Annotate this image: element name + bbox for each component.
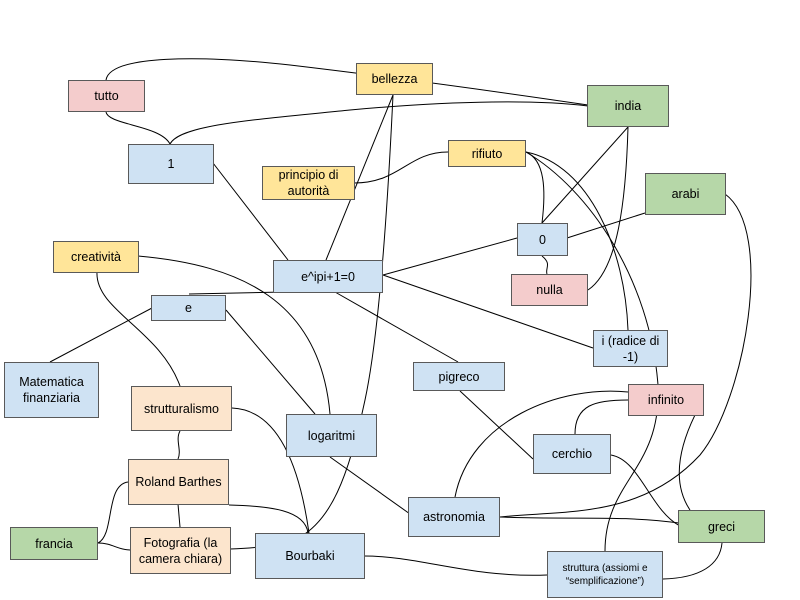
edge-francia-roland bbox=[97, 481, 129, 544]
node-infinito: infinito bbox=[628, 384, 704, 416]
edge-roland-fotografia bbox=[177, 503, 181, 528]
edge-roland-bourbaki bbox=[228, 504, 309, 534]
edge-bellezza-euler bbox=[325, 94, 394, 261]
node-matematica-finanziaria: Matematica finanziaria bbox=[4, 362, 99, 418]
edge-pigreco-cerchio bbox=[459, 390, 534, 460]
edge-uno-india bbox=[169, 101, 589, 145]
node-greci: greci bbox=[678, 510, 765, 543]
node-roland-barthes: Roland Barthes bbox=[128, 459, 229, 505]
node-astronomia: astronomia bbox=[408, 497, 500, 537]
node-fotografia: Fotografia (la camera chiara) bbox=[130, 527, 231, 574]
edge-e-logaritmi bbox=[225, 309, 316, 415]
edge-tutto-uno bbox=[105, 111, 171, 145]
edge-logaritmi-astronomia bbox=[329, 456, 411, 515]
edge-euler-zero bbox=[382, 237, 518, 276]
node-francia: francia bbox=[10, 527, 98, 560]
node-0: 0 bbox=[517, 223, 568, 256]
edge-strutturalismo-roland bbox=[177, 430, 181, 460]
edge-struttura-greci bbox=[662, 542, 723, 580]
edge-bourbaki-struttura bbox=[363, 555, 548, 576]
node-struttura: struttura (assiomi e “semplificazione”) bbox=[547, 551, 663, 598]
node-india: india bbox=[587, 85, 669, 127]
node-nulla: nulla bbox=[511, 274, 588, 306]
node-rifiuto: rifiuto bbox=[448, 140, 526, 167]
edge-euler-i bbox=[382, 274, 594, 349]
node-arabi: arabi bbox=[645, 173, 726, 215]
edge-rifiuto-i bbox=[525, 151, 629, 331]
edge-e-matematica bbox=[49, 307, 153, 363]
node-cerchio: cerchio bbox=[533, 434, 611, 474]
edge-cerchio-greci bbox=[610, 454, 681, 527]
edge-principio-rifiuto bbox=[353, 151, 449, 184]
edge-creativita-logaritmi bbox=[137, 255, 331, 415]
node-logaritmi: logaritmi bbox=[286, 414, 377, 457]
edge-strutturalismo-bourbaki bbox=[231, 407, 310, 534]
node-bellezza: bellezza bbox=[356, 63, 433, 95]
edge-bellezza-fotografia bbox=[229, 94, 394, 550]
edge-euler-pigreco bbox=[334, 291, 459, 363]
edge-uno-euler bbox=[212, 162, 289, 261]
node-principio-di-autorita: principio di autorità bbox=[262, 166, 355, 200]
node-creativita: creatività bbox=[53, 241, 139, 273]
node-euler-identity: e^ipi+1=0 bbox=[273, 260, 383, 293]
edge-arabi-zero bbox=[566, 212, 646, 239]
edge-arabi-astronomia bbox=[499, 193, 752, 518]
node-1: 1 bbox=[128, 144, 214, 184]
edge-india-nulla bbox=[587, 126, 629, 291]
edge-cerchio-infinito bbox=[574, 399, 629, 435]
node-bourbaki: Bourbaki bbox=[255, 533, 365, 579]
node-tutto: tutto bbox=[68, 80, 145, 112]
edge-creativita-strutturalismo bbox=[96, 271, 181, 387]
edge-francia-fotografia bbox=[97, 542, 131, 551]
edge-tutto-india bbox=[105, 58, 589, 106]
edge-infinito-astronomia bbox=[454, 390, 629, 498]
node-strutturalismo: strutturalismo bbox=[131, 386, 232, 431]
edge-india-zero bbox=[541, 126, 629, 224]
node-e: e bbox=[151, 295, 226, 321]
edge-zero-nulla bbox=[541, 255, 548, 275]
node-pigreco: pigreco bbox=[413, 362, 505, 391]
node-i-radice: i (radice di -1) bbox=[593, 330, 668, 367]
edge-astronomia-greci bbox=[499, 516, 680, 524]
